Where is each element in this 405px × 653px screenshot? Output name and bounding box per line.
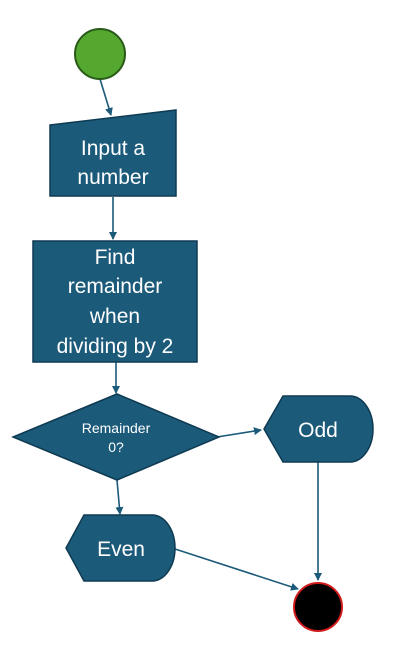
even-label: Even bbox=[97, 538, 145, 561]
decision-node: Remainder 0? bbox=[11, 393, 221, 481]
process-label-line-1: Find bbox=[95, 246, 136, 269]
input-label-line-1: Input a bbox=[81, 137, 146, 160]
process-label-line-2: remainder bbox=[68, 275, 163, 298]
edge-decision-to-even bbox=[115, 479, 124, 515]
even-node: Even bbox=[65, 514, 176, 582]
input-label-line-2: number bbox=[77, 166, 148, 189]
process-node: Find remainder when dividing by 2 bbox=[32, 240, 198, 363]
edges bbox=[99, 78, 322, 591]
edge-start-to-input bbox=[99, 78, 113, 116]
process-label-line-3: when bbox=[89, 305, 140, 328]
odd-label: Odd bbox=[298, 419, 338, 442]
edge-even-to-end bbox=[174, 548, 299, 591]
input-node: Input a number bbox=[49, 109, 177, 197]
end-node bbox=[293, 582, 343, 632]
decision-label-line-2: 0? bbox=[108, 439, 124, 455]
edge-decision-to-odd bbox=[216, 427, 262, 438]
process-label-line-4: dividing by 2 bbox=[57, 335, 174, 358]
decision-label-line-1: Remainder bbox=[82, 420, 151, 436]
odd-node: Odd bbox=[263, 395, 374, 463]
start-node bbox=[74, 28, 126, 80]
